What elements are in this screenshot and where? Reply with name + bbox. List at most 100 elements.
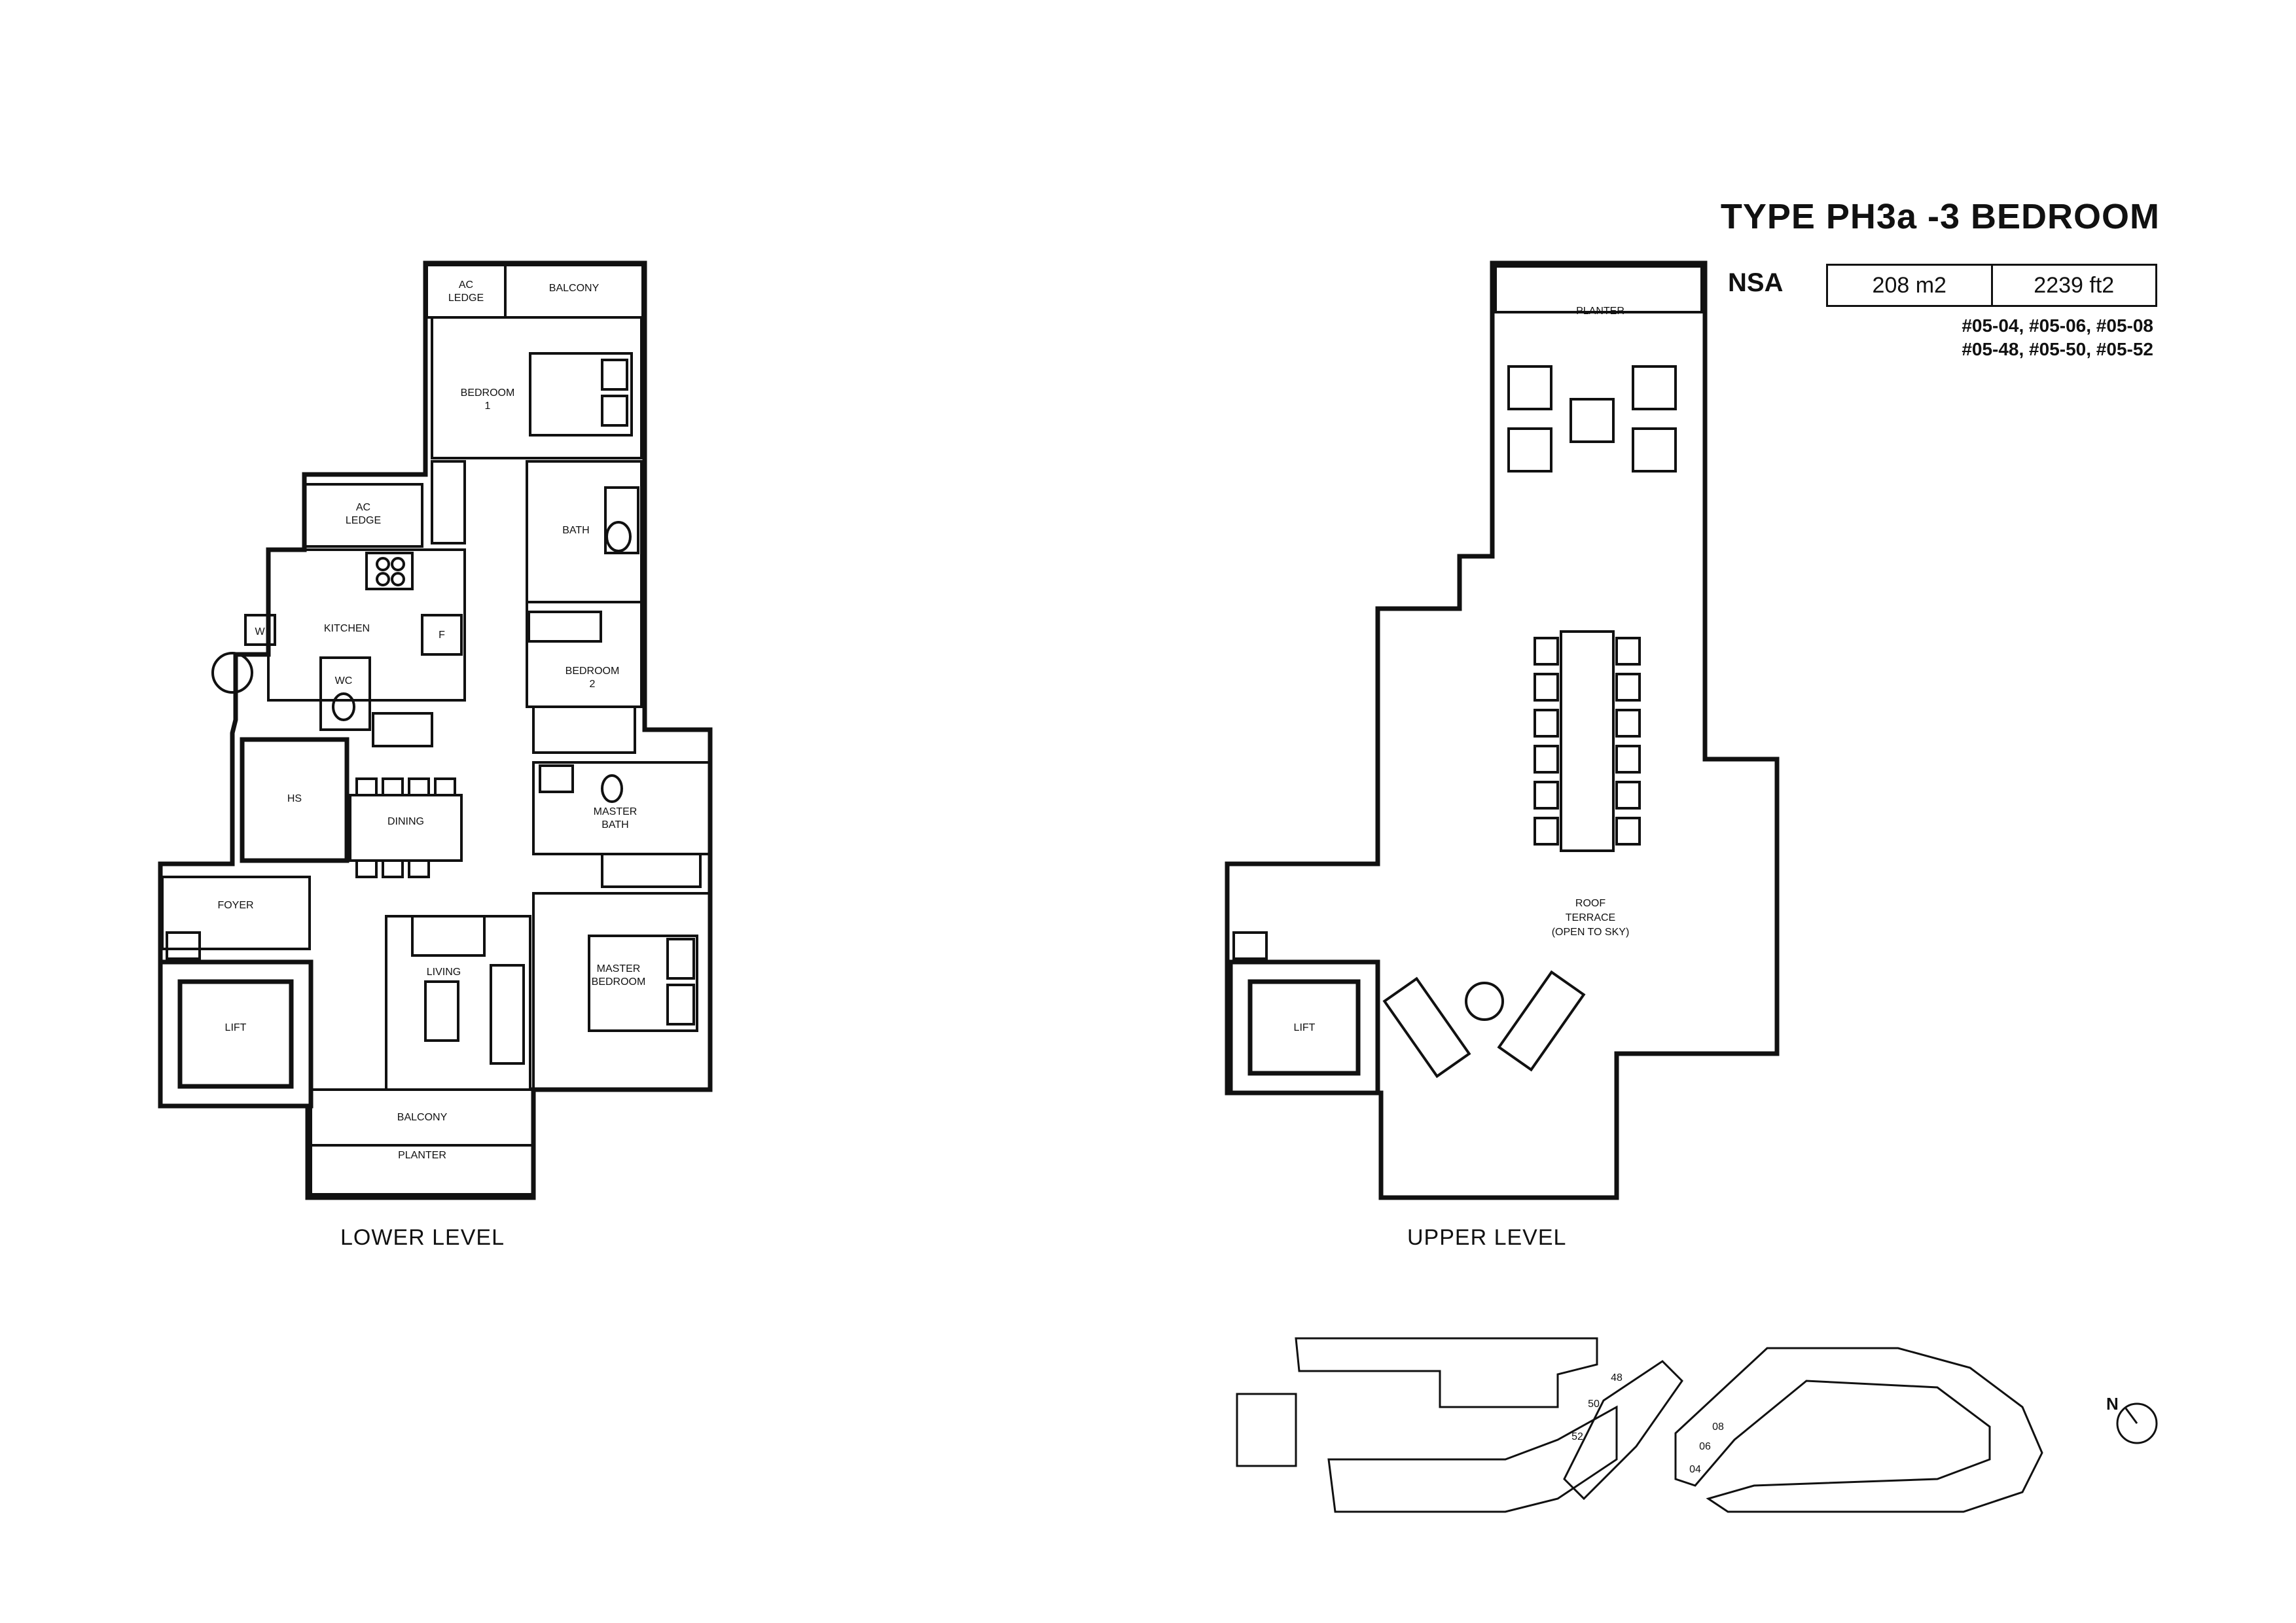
hob-burner — [391, 572, 405, 586]
key-plan-block-mid — [1563, 1360, 1683, 1501]
hob-burner — [391, 557, 405, 571]
dining-chair — [434, 777, 456, 796]
upper-room-labels: PLANTER ROOF TERRACE (OPEN TO SKY) LIFT — [1294, 306, 1630, 1033]
side-table — [1465, 982, 1504, 1021]
label-balcony-top: BALCONY — [549, 283, 600, 294]
nsa-area-box: 208 m2 2239 ft2 — [1826, 264, 2157, 307]
lower-foyer — [161, 876, 311, 950]
label-master-bedroom: MASTER — [597, 963, 641, 974]
key-plan-unit-numbers: 48 50 52 08 06 04 — [1571, 1372, 1724, 1475]
bed-1-pillow — [601, 395, 628, 427]
key-plan — [1236, 1337, 2158, 1513]
label-lift-lower: LIFT — [225, 1022, 247, 1033]
label-ac-ledge-mid: LEDGE — [346, 515, 381, 526]
upper-dining-chair — [1534, 745, 1559, 774]
living-table — [424, 980, 459, 1042]
label-bedroom-2: 2 — [590, 679, 596, 690]
master-bed-pillow — [666, 938, 695, 980]
upper-level-plan — [1225, 260, 1780, 1200]
dining-chair — [382, 777, 404, 796]
label-dining: DINING — [387, 816, 424, 827]
hob-burner — [376, 572, 390, 586]
kitchen-fridge — [421, 614, 463, 656]
upper-dining-chair — [1615, 781, 1641, 810]
lounge-chair — [1507, 427, 1552, 473]
dining-table — [349, 794, 463, 862]
label-hs: HS — [287, 793, 302, 804]
nsa-label: NSA — [1728, 268, 1784, 297]
label-ac-ledge-mid: AC — [356, 502, 370, 513]
page-title: TYPE PH3a -3 BEDROOM — [1720, 197, 2160, 236]
unit-list-line: #05-48, #05-50, #05-52 — [1962, 339, 2153, 359]
dining-chair — [408, 777, 430, 796]
label-bedroom-1: BEDROOM — [461, 387, 515, 399]
key-plan-block-left-lower — [1327, 1405, 1618, 1513]
unit-number: 08 — [1712, 1421, 1724, 1433]
key-plan-block-left — [1295, 1337, 1598, 1408]
kitchen-washer — [244, 614, 276, 646]
upper-dining-chair — [1615, 745, 1641, 774]
upper-dining-chair — [1534, 637, 1559, 666]
kitchen-tank — [211, 652, 253, 694]
label-roof-terrace: (OPEN TO SKY) — [1552, 927, 1630, 938]
lower-level-caption: LOWER LEVEL — [340, 1225, 505, 1250]
upper-level-caption: UPPER LEVEL — [1407, 1225, 1567, 1250]
area-m2: 208 m2 — [1872, 272, 1946, 298]
key-plan-block-right — [1674, 1347, 2043, 1513]
compass-north-label: N — [2106, 1394, 2119, 1414]
kitchen-sink — [372, 712, 433, 747]
lower-household-shelter — [240, 737, 350, 863]
unit-number: 06 — [1699, 1441, 1711, 1452]
wardrobe-1 — [431, 460, 466, 544]
kitchen-hob — [365, 552, 414, 590]
upper-dining-chair — [1534, 673, 1559, 702]
lower-lift-core — [158, 959, 314, 1109]
label-bedroom-1: 1 — [485, 401, 491, 412]
dining-chair — [408, 859, 430, 878]
bath-toilet — [605, 521, 632, 552]
label-kitchen: KITCHEN — [324, 623, 370, 634]
bath-vanity — [604, 486, 639, 554]
wardrobe-2 — [528, 611, 602, 643]
label-ac-ledge-top: LEDGE — [448, 293, 484, 304]
wc-toilet — [332, 692, 355, 721]
label-f: F — [439, 630, 445, 641]
label-master-bath: BATH — [601, 819, 628, 830]
upper-riser — [1232, 931, 1268, 960]
lower-master-bedroom — [532, 892, 711, 1091]
compass-circle — [2116, 1402, 2158, 1444]
label-foyer: FOYER — [217, 900, 253, 911]
upper-dining-table — [1560, 630, 1615, 852]
lower-wc — [319, 656, 371, 731]
label-bath: BATH — [562, 525, 589, 536]
lower-kitchen — [267, 548, 466, 702]
compass-needle — [2125, 1408, 2138, 1424]
area-ft2: 2239 ft2 — [1990, 266, 2156, 305]
key-plan-tower — [1236, 1393, 1297, 1467]
lower-bedroom-2 — [526, 601, 643, 708]
dining-chair — [355, 777, 378, 796]
label-master-bath: MASTER — [594, 806, 637, 817]
foyer-riser — [166, 931, 201, 960]
lower-bedroom-1 — [431, 316, 643, 459]
label-living: LIVING — [427, 967, 461, 978]
upper-dining-chair — [1615, 637, 1641, 666]
upper-dining-chair — [1534, 817, 1559, 846]
master-bed-pillow — [666, 984, 695, 1026]
label-roof-terrace: TERRACE — [1566, 912, 1615, 923]
lounge-table — [1570, 398, 1615, 443]
label-planter-bottom: PLANTER — [398, 1150, 446, 1161]
sun-lounger — [1497, 970, 1586, 1072]
bed-1-pillow — [601, 359, 628, 391]
lounge-chair — [1507, 365, 1552, 410]
bed-1 — [529, 352, 633, 437]
label-bedroom-2: BEDROOM — [565, 666, 620, 677]
unit-number: 50 — [1588, 1399, 1600, 1410]
label-balcony-bottom: BALCONY — [397, 1112, 448, 1123]
upper-dining-chair — [1534, 709, 1559, 738]
upper-level-outline — [1225, 260, 1780, 1200]
label-w: W — [255, 626, 265, 637]
upper-dining-chair — [1615, 817, 1641, 846]
label-master-bedroom: BEDROOM — [592, 976, 646, 988]
